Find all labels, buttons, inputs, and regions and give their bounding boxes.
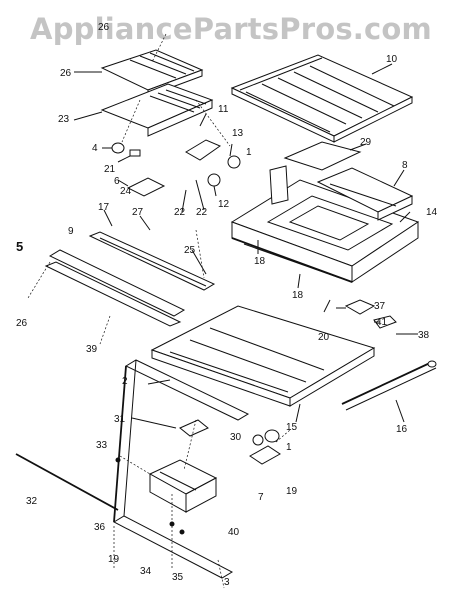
callout-39: 39 <box>86 344 98 355</box>
bracket-part-8[interactable] <box>316 167 414 221</box>
side-rail-part-3[interactable] <box>112 359 250 579</box>
bracket-part-13[interactable] <box>185 139 222 161</box>
callout-22a: 22 <box>174 207 186 218</box>
lamp-part-6[interactable] <box>129 149 141 157</box>
callout-33: 33 <box>96 440 108 451</box>
callout-6: 6 <box>114 176 120 187</box>
callout-7: 7 <box>258 492 264 503</box>
callout-25: 25 <box>184 245 196 256</box>
callout-2: 2 <box>122 376 128 387</box>
callout-29: 29 <box>360 137 372 148</box>
callout-9: 9 <box>68 226 74 237</box>
callout-19a: 19 <box>286 486 298 497</box>
callout-5: 5 <box>16 239 23 254</box>
bracket-part-7[interactable] <box>249 445 281 465</box>
callout-19b: 19 <box>108 554 120 565</box>
callout-labels: 10 11 13 1 29 8 14 12 22 22 26 26 23 4 2… <box>16 22 438 588</box>
callout-37: 37 <box>374 301 386 312</box>
control-box-part-40[interactable] <box>148 459 218 513</box>
callout-18a: 18 <box>254 256 266 267</box>
crisper-cover-part-15[interactable] <box>150 305 376 407</box>
bracket-part-37[interactable] <box>344 299 376 315</box>
watermark: AppliancePartsPros.com <box>30 12 432 46</box>
callout-1b: 1 <box>286 442 292 453</box>
callout-27: 27 <box>132 207 144 218</box>
callout-35: 35 <box>172 572 184 583</box>
callout-26-top: 26 <box>60 68 72 79</box>
callout-31: 31 <box>114 414 126 425</box>
callout-18b: 18 <box>292 290 304 301</box>
screws <box>115 457 185 535</box>
bracket-part-41[interactable] <box>373 315 397 329</box>
control-housing-part-26[interactable] <box>100 49 204 97</box>
shelf-glass-part-10[interactable] <box>230 54 414 143</box>
callout-3: 3 <box>224 577 230 588</box>
callout-22b: 22 <box>196 207 208 218</box>
leader-lines <box>73 63 418 429</box>
callout-26a: 26 <box>98 22 110 33</box>
callout-11: 11 <box>218 104 229 115</box>
callout-36: 36 <box>94 522 106 533</box>
callout-40: 40 <box>228 527 240 538</box>
callout-13: 13 <box>232 128 244 139</box>
callout-12: 12 <box>218 199 230 210</box>
callout-32: 32 <box>26 496 38 507</box>
callout-21: 21 <box>104 164 116 175</box>
callout-8: 8 <box>402 160 408 171</box>
callout-26b: 26 <box>16 318 28 329</box>
callout-10: 10 <box>386 54 398 65</box>
callout-30: 30 <box>230 432 242 443</box>
trim-strip-part-9[interactable] <box>88 231 216 291</box>
heater-part-16[interactable] <box>341 360 437 411</box>
assembly-lines <box>27 33 291 589</box>
callout-38: 38 <box>418 330 430 341</box>
socket-part-1-lower[interactable] <box>252 429 280 446</box>
callout-1: 1 <box>246 147 252 158</box>
callout-24: 24 <box>120 186 132 197</box>
rod-part-32[interactable] <box>15 453 119 511</box>
callout-23: 23 <box>58 114 70 125</box>
support-post[interactable] <box>269 165 289 205</box>
callout-16: 16 <box>396 424 408 435</box>
callout-4: 4 <box>92 143 98 154</box>
knob-part-4[interactable] <box>111 142 125 154</box>
callout-20: 20 <box>318 332 330 343</box>
socket-part-12[interactable] <box>207 155 241 187</box>
callout-15: 15 <box>286 422 298 433</box>
callout-41: 41 <box>376 317 388 328</box>
control-panel-part-23[interactable] <box>100 83 214 137</box>
trim-strip-part-5[interactable] <box>44 249 186 327</box>
callout-14: 14 <box>426 207 438 218</box>
bracket-part-24[interactable] <box>126 177 166 197</box>
callout-34: 34 <box>140 566 152 577</box>
panel-part-29[interactable] <box>283 141 362 171</box>
vertical-frame[interactable] <box>113 359 137 523</box>
callout-17: 17 <box>98 202 110 213</box>
